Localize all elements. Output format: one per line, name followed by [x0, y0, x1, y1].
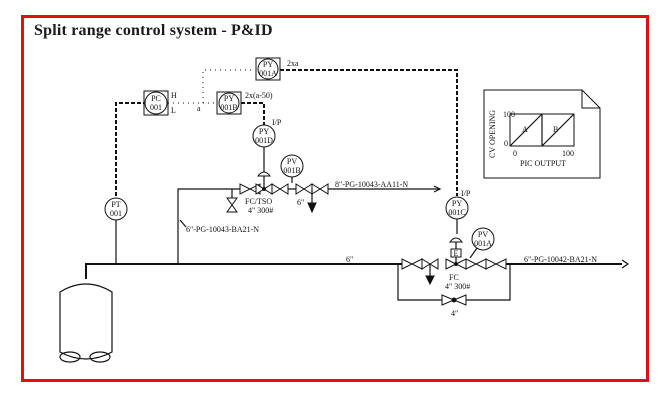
graph-x0: 0 — [513, 149, 517, 158]
header-size-label: 6" — [346, 255, 353, 264]
riser-line — [177, 188, 240, 264]
graph-xlabel: PIC OUTPUT — [520, 159, 566, 168]
py001c-tag: PY — [452, 199, 462, 208]
pv001b-tag: PV — [287, 157, 297, 166]
pv001a-instrument: PV 001A — [469, 227, 495, 259]
pc001-high: H — [171, 91, 177, 100]
riser-line-label: 6"-PG-10043-BA21-N — [186, 225, 259, 234]
bottom-valve-size: 4" 300# — [445, 282, 470, 291]
top-line-label: 8"-PG-10043-AA11-N — [335, 180, 408, 189]
graph-sheet-fold — [581, 90, 600, 109]
pv001a-number: 001A — [474, 239, 492, 248]
bottom-valve-fail-mode: FC — [449, 273, 459, 282]
py001a-function: 2xa — [287, 59, 299, 68]
pc001-instrument: PC 001 H L — [143, 90, 177, 116]
top-valve-size: 4" 300# — [248, 206, 273, 215]
signal-py001b-to-py001d — [241, 102, 265, 126]
vessel-body — [59, 283, 113, 360]
signal-py001a-to-py001c — [280, 69, 458, 196]
pt001-tag: PT — [111, 200, 120, 209]
bottom-control-valve-group: E FC 4" 300# 4" — [401, 237, 507, 318]
pv001b-instrument: PV 001B — [280, 154, 304, 183]
py001b-instrument: PY 001B 2x(a-50) — [216, 91, 273, 115]
graph-series-b: B — [553, 125, 558, 134]
py001d-converter: I/P — [272, 118, 282, 127]
py001a-tag: PY — [263, 60, 273, 69]
pc001-low: L — [171, 106, 176, 115]
outlet-line-label: 6"-PG-10042-BA21-N — [524, 255, 597, 264]
pt001-instrument: PT 001 — [104, 197, 128, 221]
bypass-right — [466, 264, 511, 301]
py001b-number: 001B — [220, 103, 237, 112]
graph-ramps — [509, 113, 575, 147]
drain-cap-icon — [307, 202, 317, 214]
positioner-label: E — [454, 249, 459, 258]
graph-series-a: A — [522, 125, 528, 134]
py001d-tag: PY — [259, 127, 269, 136]
py001d-instrument: PY 001D I/P — [252, 118, 282, 148]
header-line — [85, 263, 402, 279]
graph-y0: 0 — [504, 139, 508, 148]
vessel-foot-right — [89, 351, 111, 363]
page-title: Split range control system - P&ID — [34, 22, 273, 39]
pc001-tag: PC — [151, 94, 161, 103]
graph-x100: 100 — [562, 149, 574, 158]
py001c-number: 001C — [448, 208, 465, 217]
junction-label: a — [197, 104, 201, 113]
top-valve-fail-mode: FC/TSO — [245, 197, 272, 206]
py001a-number: 001A — [259, 69, 277, 78]
pc001-number: 001 — [150, 103, 162, 112]
riser-label-leader — [179, 219, 187, 228]
split-range-graph: A B 100 0 0 100 PIC OUTPUT CV OPENING — [483, 89, 601, 179]
py001b-tag: PY — [224, 94, 234, 103]
pt001-number: 001 — [110, 209, 122, 218]
py001a-instrument: PY 001A 2xa — [255, 57, 299, 81]
pv001a-tag: PV — [478, 230, 488, 239]
outlet-arrow — [621, 259, 630, 269]
top-line-arrow — [433, 185, 442, 193]
top-actuator — [256, 171, 272, 177]
py001d-number: 001D — [255, 136, 273, 145]
bypass-size: 4" — [451, 309, 458, 318]
signal-pt-to-pc — [115, 102, 144, 196]
vessel-foot-left — [59, 351, 81, 363]
signal-to-py001a — [202, 69, 255, 103]
py001b-function: 2x(a-50) — [245, 91, 273, 100]
pv001b-number: 001B — [283, 166, 300, 175]
graph-y100: 100 — [503, 110, 515, 119]
bypass-left — [397, 264, 442, 301]
bottom-actuator — [448, 237, 464, 243]
red-border — [21, 15, 649, 382]
top-control-valve-group: FC/TSO 4" 300# 6" — [226, 171, 329, 215]
pv001a-leader — [469, 247, 478, 259]
graph-ylabel: CV OPENING — [488, 110, 497, 158]
py001c-converter: I/P — [461, 189, 471, 198]
top-drain-size: 6" — [297, 198, 304, 207]
py001c-instrument: PY 001C I/P — [445, 189, 471, 220]
